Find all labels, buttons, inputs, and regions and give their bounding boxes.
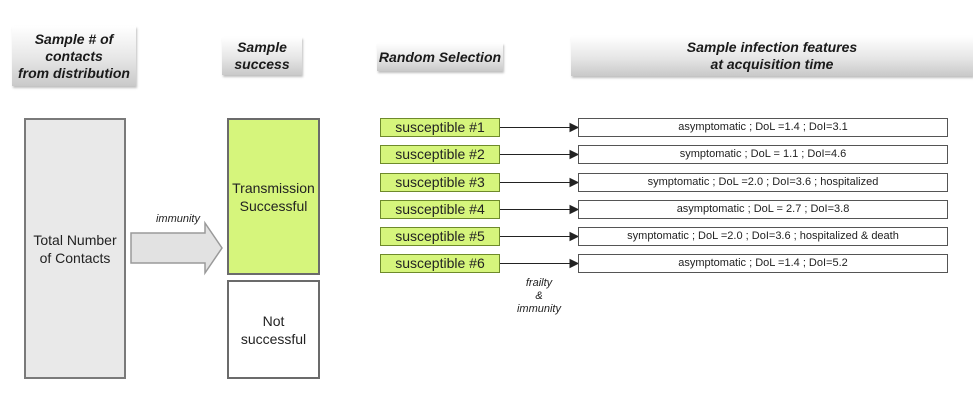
susceptible-box-4: susceptible #4 (380, 200, 500, 219)
connector-arrowhead-4 (569, 204, 580, 215)
feature-box-3: symptomatic ; DoL =2.0 ; DoI=3.6 ; hospi… (578, 173, 948, 192)
feature-box-6: asymptomatic ; DoL =1.4 ; DoI=5.2 (578, 254, 948, 273)
susceptible-box-3: susceptible #3 (380, 173, 500, 192)
susceptible-box-2: susceptible #2 (380, 145, 500, 164)
feature-box-4: asymptomatic ; DoL = 2.7 ; DoI=3.8 (578, 200, 948, 219)
immunity-label: immunity (155, 213, 200, 225)
feature-box-5: symptomatic ; DoL =2.0 ; DoI=3.6 ; hospi… (578, 227, 948, 246)
immunity-block-arrow (130, 220, 223, 276)
header-random-selection: Random Selection (377, 43, 503, 71)
not-successful-box: Not successful (227, 280, 320, 379)
susceptible-box-1: susceptible #1 (380, 118, 500, 137)
connector-arrowhead-1 (569, 122, 580, 133)
susceptible-box-5: susceptible #5 (380, 227, 500, 246)
feature-box-2: symptomatic ; DoL = 1.1 ; DoI=4.6 (578, 145, 948, 164)
feature-box-1: asymptomatic ; DoL =1.4 ; DoI=3.1 (578, 118, 948, 137)
connector-arrowhead-5 (569, 231, 580, 242)
total-contacts-box: Total Number of Contacts (24, 118, 126, 379)
header-sample-success: Sample success (222, 37, 302, 75)
connector-arrowhead-3 (569, 177, 580, 188)
transmission-successful-box: Transmission Successful (227, 118, 320, 275)
connector-arrowhead-6 (569, 258, 580, 269)
header-sample-contacts: Sample # of contacts from distribution (12, 26, 136, 86)
susceptible-box-6: susceptible #6 (380, 254, 500, 273)
frailty-immunity-label: frailty & immunity (516, 277, 561, 315)
connector-arrowhead-2 (569, 149, 580, 160)
header-infection-features: Sample infection features at acquisition… (571, 36, 973, 76)
